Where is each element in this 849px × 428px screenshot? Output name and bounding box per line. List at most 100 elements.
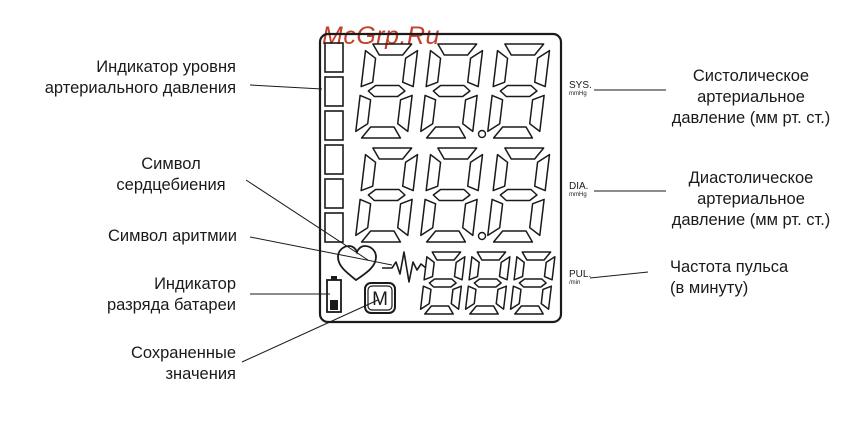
digit-segment (492, 153, 509, 192)
leader-line-arrhythmia (249, 236, 393, 266)
digit-segment (468, 256, 480, 281)
digit-segment (355, 198, 372, 237)
digit-segment (487, 198, 504, 237)
digit-segment (518, 278, 547, 288)
digit-segment (367, 188, 406, 202)
digit-segment (432, 84, 471, 98)
label-battery-indicator: Индикатор разряда батареи (106, 275, 236, 314)
digit-segment (437, 147, 478, 160)
digit-segment (495, 285, 508, 310)
digit-segment (499, 188, 538, 202)
bp-level-bar (324, 178, 344, 209)
digit-segment (466, 49, 484, 88)
digit-segment (396, 94, 413, 133)
leader-line-bp (249, 84, 323, 90)
digit-segment (504, 147, 545, 160)
digit-segment (423, 256, 435, 281)
digit-segment (420, 198, 437, 237)
pulse-digits (419, 251, 556, 315)
pul-tag: PUL. /min (569, 270, 591, 287)
digit-segment (461, 198, 478, 237)
digit-segment (450, 285, 463, 310)
digit-segment (492, 230, 534, 243)
battery-icon (326, 276, 342, 313)
digit-segment (504, 43, 545, 56)
bp-level-bar (324, 144, 344, 175)
digit-segment (360, 153, 377, 192)
decimal-dot (477, 129, 487, 139)
sys-label: SYS. (569, 80, 592, 91)
digit-segment (432, 188, 471, 202)
digit-segment (437, 43, 478, 56)
digit-segment (499, 84, 538, 98)
leader-lines (241, 84, 666, 363)
digit-segment (401, 153, 419, 192)
digit-segment (461, 94, 478, 133)
digit-segment (473, 278, 502, 288)
label-diastolic: Диастолическое артериальное давление (мм… (671, 169, 831, 229)
digit-segment (487, 94, 504, 133)
digit-segment (533, 49, 551, 88)
heart-icon (337, 245, 377, 282)
digit-segment (425, 126, 467, 139)
label-bp-indicator: Индикатор уровня артериального давления (44, 58, 236, 97)
digit-segment (492, 49, 509, 88)
digit-segment (492, 126, 534, 139)
digit-segment (540, 285, 553, 310)
label-memory-values: Сохраненные значения (130, 344, 236, 383)
dia-tag: DIA. mmHg (569, 182, 588, 199)
digit-segment (533, 153, 551, 192)
digit-segment (428, 278, 457, 288)
digit-segment (543, 256, 556, 281)
digit-segment (425, 230, 467, 243)
digit-segment (528, 94, 545, 133)
digit-segment (476, 251, 507, 261)
arrhythmia-icon (382, 251, 427, 283)
memory-box (364, 282, 396, 314)
label-arrhythmia-symbol: Символ аритмии (108, 227, 237, 245)
digit-segment (469, 305, 499, 315)
digit-segment (513, 256, 525, 281)
digit-segment (396, 198, 413, 237)
digit-segment (420, 94, 437, 133)
dia-unit: mmHg (569, 192, 587, 198)
sys-tag: SYS. mmHg (569, 81, 592, 98)
digit-segment (514, 305, 544, 315)
decimal-dot (477, 231, 487, 241)
digit-segment (425, 153, 442, 192)
digit-segment (521, 251, 552, 261)
digit-segment (464, 285, 477, 310)
digit-segment (360, 126, 402, 139)
bp-level-bar (324, 42, 344, 73)
bp-level-bars (324, 42, 344, 243)
leader-line-heart (245, 179, 369, 261)
digit-segment (401, 49, 419, 88)
label-pulse: Частота пульса (в минуту) (670, 258, 789, 297)
label-heart-symbol: Символ сердцебиения (116, 155, 226, 194)
leader-line-memory (241, 299, 379, 363)
digit-segment (453, 256, 466, 281)
digit-segment (367, 84, 406, 98)
diastolic-digits (355, 147, 551, 243)
sys-unit: mmHg (569, 91, 587, 97)
digit-segment (498, 256, 511, 281)
digit-segment (372, 43, 413, 56)
pul-label: PUL. (569, 269, 592, 280)
systolic-digits (355, 43, 551, 139)
digit-segment (466, 153, 484, 192)
watermark-text: McGrp.Ru (322, 22, 440, 50)
digit-segment (528, 198, 545, 237)
digit-segment (509, 285, 522, 310)
memory-symbol: M (372, 289, 388, 310)
digit-segment (419, 285, 432, 310)
digit-segment (424, 305, 454, 315)
bp-level-bar (324, 76, 344, 107)
dia-label: DIA. (569, 181, 589, 192)
leader-line-pul (589, 271, 649, 279)
bp-level-bar (324, 212, 344, 243)
pul-unit: /min (569, 280, 581, 286)
digit-segment (360, 49, 377, 88)
memory-box-inner (367, 285, 393, 311)
lcd-frame (318, 32, 563, 324)
